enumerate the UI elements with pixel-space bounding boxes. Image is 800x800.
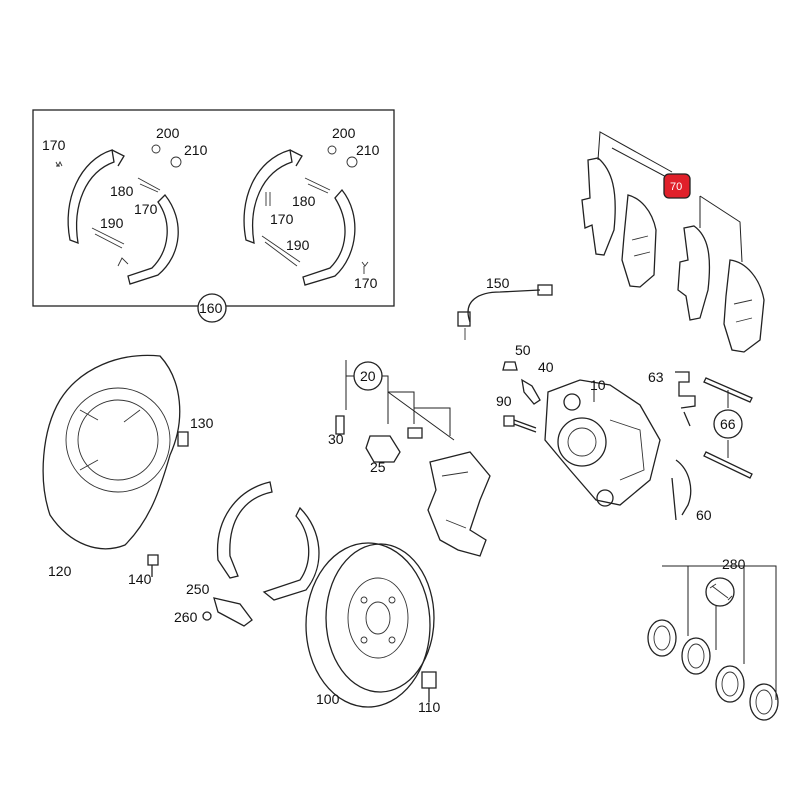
label-280: 280: [722, 556, 746, 572]
pin-260: [202, 611, 212, 621]
callout-66-circle: [713, 409, 743, 439]
backing-plate: [42, 354, 181, 550]
label-180-a: 180: [110, 183, 134, 199]
callout-20-circle: [353, 361, 383, 391]
pin-30: [335, 415, 345, 435]
label-210-b: 210: [356, 142, 380, 158]
shoe-center-left: [216, 481, 273, 579]
clips-63: [675, 371, 696, 427]
cap-50: [502, 361, 518, 371]
label-160: 160: [199, 300, 223, 316]
label-100: 100: [316, 691, 340, 707]
seal-rings: [647, 619, 779, 721]
guide-pin-lower: [703, 451, 753, 479]
label-210-a: 210: [184, 142, 208, 158]
label-70: 70: [670, 181, 682, 193]
label-40: 40: [538, 359, 554, 375]
wear-sensor: [457, 284, 553, 340]
parking-brake-shoes-left: [55, 144, 182, 285]
label-170-d: 170: [354, 275, 378, 291]
label-25: 25: [370, 459, 386, 475]
boot-25: [365, 435, 401, 463]
brake-disc: [305, 542, 435, 708]
bolt-130: [177, 431, 189, 447]
parking-brake-shoes-right: [243, 145, 369, 286]
callout-160-circle: [197, 293, 227, 323]
label-190-a: 190: [100, 215, 124, 231]
label-50: 50: [515, 342, 531, 358]
label-170-b: 170: [134, 201, 158, 217]
label-190-b: 190: [286, 237, 310, 253]
label-63: 63: [648, 369, 664, 385]
label-60: 60: [696, 507, 712, 523]
bleeder-40: [521, 378, 541, 405]
label-120: 120: [48, 563, 72, 579]
brake-caliper: [544, 379, 661, 507]
label-110: 110: [418, 699, 441, 715]
label-250: 250: [186, 581, 210, 597]
shoe-center-right: [262, 506, 320, 601]
label-140: 140: [128, 571, 152, 587]
label-170-a: 170: [42, 137, 66, 153]
leader-70: [597, 131, 743, 263]
adjuster-250: [213, 597, 253, 627]
label-170-c: 170: [270, 211, 294, 227]
bolt-90: [503, 415, 537, 433]
brake-pads: [581, 157, 765, 353]
bolt-140: [147, 554, 159, 577]
label-20: 20: [360, 368, 376, 384]
caliper-bracket: [427, 451, 491, 557]
label-30: 30: [328, 431, 344, 447]
bolt-small: [407, 427, 423, 439]
bolt-110: [421, 671, 437, 702]
label-200-b: 200: [332, 125, 356, 141]
label-150: 150: [486, 275, 510, 291]
guide-pin-upper: [703, 377, 753, 403]
spring-60: [671, 459, 692, 521]
label-66: 66: [720, 416, 736, 432]
callout-70-highlight: [663, 173, 691, 199]
label-10: 10: [590, 377, 606, 393]
label-90: 90: [496, 393, 512, 409]
leader-280: [662, 565, 777, 700]
label-200-a: 200: [156, 125, 180, 141]
label-260: 260: [174, 609, 198, 625]
label-180-b: 180: [292, 193, 316, 209]
label-130: 130: [190, 415, 214, 431]
leader-20: [345, 360, 455, 441]
